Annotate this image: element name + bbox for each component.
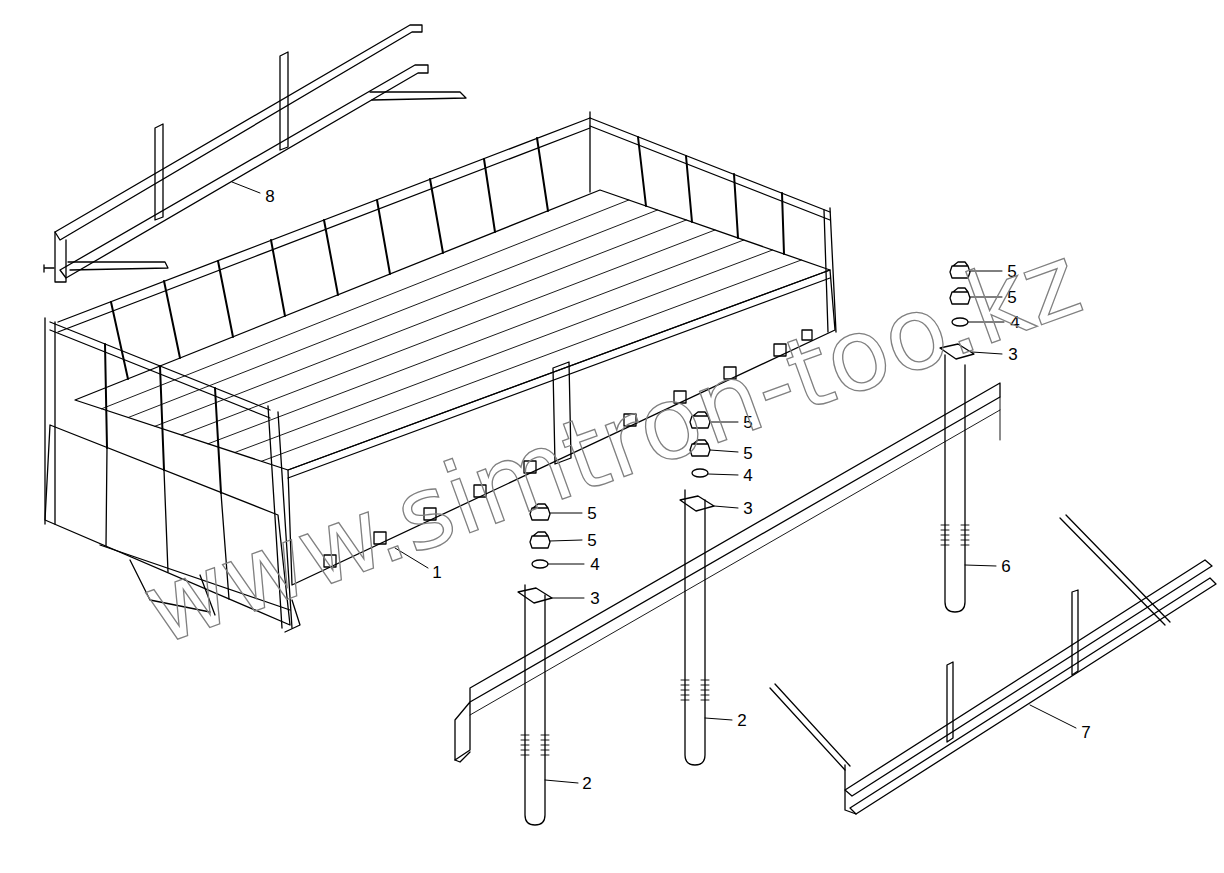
callout-number: 3 [590, 590, 599, 607]
callout-number: 2 [737, 712, 746, 729]
callout-number: 6 [1001, 558, 1010, 575]
callout-number: 1 [432, 564, 441, 581]
callout-number: 5 [587, 532, 596, 549]
callout-number: 2 [582, 775, 591, 792]
lower-frame [770, 515, 1216, 814]
callout-number: 3 [743, 500, 752, 517]
callout-number: 4 [743, 467, 752, 484]
callout-number: 7 [1081, 724, 1090, 741]
callout-number: 8 [265, 188, 274, 205]
callout-number: 5 [587, 505, 596, 522]
watermark: www.simtron-too.kz [132, 229, 1093, 660]
callout-number: 4 [590, 556, 599, 573]
guard-frame [44, 25, 466, 282]
